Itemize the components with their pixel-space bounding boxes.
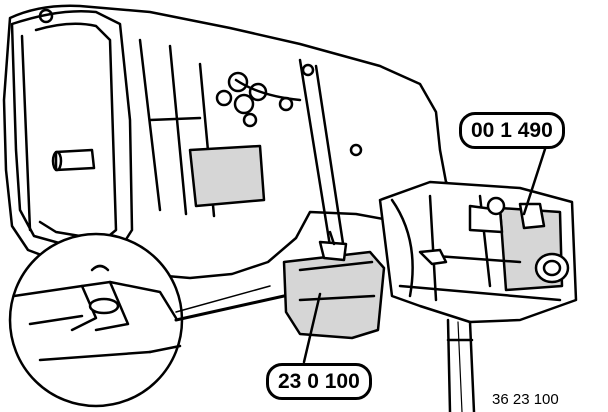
- oil-pan: [282, 250, 386, 340]
- input-shaft: [54, 148, 96, 172]
- detail-pointer: [174, 294, 286, 322]
- jack-column: [446, 318, 476, 412]
- leader-line-tool-1: [522, 144, 548, 216]
- bell-housing-flange: [10, 9, 134, 254]
- figure-number: 36 23 100: [492, 391, 559, 408]
- leader-line-tool-2: [302, 292, 322, 364]
- callout-tool-00-1-490: 00 1 490: [459, 112, 565, 149]
- callout-tool-23-0-100: 23 0 100: [266, 363, 372, 400]
- detail-inset-circle: [8, 232, 184, 408]
